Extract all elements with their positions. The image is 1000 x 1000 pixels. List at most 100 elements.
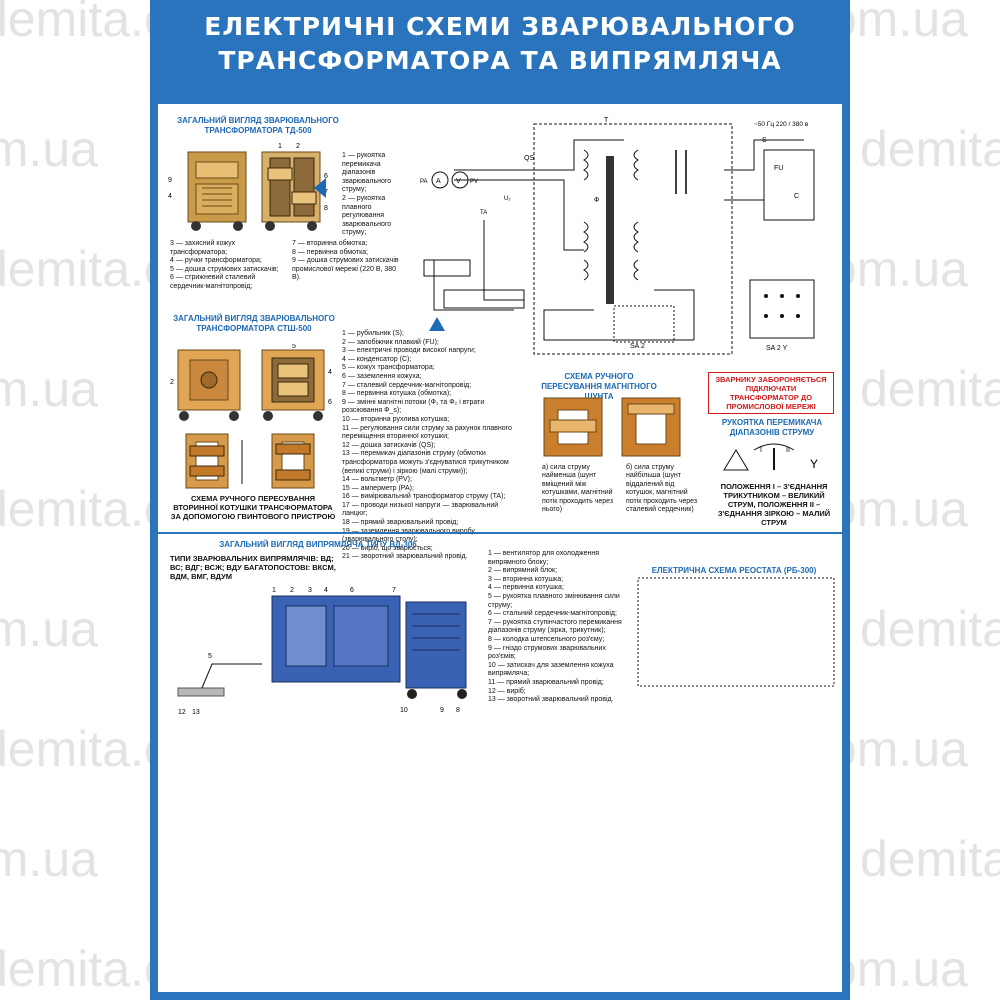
schematic-label: S	[762, 137, 767, 144]
td500-front-view	[187, 151, 247, 231]
coil-caption: СХЕМА РУЧНОГО ПЕРЕСУВАННЯ ВТОРИННОЇ КОТУ…	[170, 494, 336, 521]
shunt-title: СХЕМА РУЧНОГО ПЕРЕСУВАННЯ МАГНІТНОГО ШУН…	[541, 372, 657, 401]
coil-diagram-left	[185, 433, 243, 489]
blue-pointer	[429, 317, 445, 331]
poster-title-line-1: ЕЛЕКТРИЧНІ СХЕМИ ЗВАРЮВАЛЬНОГО	[204, 12, 796, 41]
main-legend: 1 — рубильник (S); 2 — запобіжник плавки…	[342, 330, 512, 561]
td500-label: 2	[296, 143, 300, 150]
schematic-label: PV	[470, 179, 478, 185]
svg-text:12: 12	[178, 709, 186, 716]
schematic-label: TA	[480, 210, 487, 216]
handle-position-2: II	[786, 447, 790, 454]
ammeter-pa	[431, 171, 449, 189]
windings	[583, 149, 639, 281]
transformer-housing	[533, 123, 733, 355]
svg-text:10: 10	[400, 707, 408, 714]
handle-title: РУКОЯТКА ПЕРЕМИКАЧА ДІАПАЗОНІВ СТРУМУ	[721, 418, 823, 437]
current-arrows	[675, 150, 687, 194]
electrode-holder	[423, 259, 471, 277]
delta-symbol	[723, 449, 749, 471]
schematic-label: FU	[774, 165, 783, 172]
handle-position-1: I	[760, 447, 762, 454]
svg-text:3: 3	[308, 587, 312, 594]
handle-diagram: I II Y	[723, 443, 818, 471]
poster-header: ЕЛЕКТРИЧНІ СХЕМИ ЗВАРЮВАЛЬНОГО ТРАНСФОРМ…	[150, 0, 850, 100]
shunt-illustration	[543, 397, 681, 457]
workpiece	[177, 687, 225, 697]
coil-diagram-right	[271, 433, 315, 489]
rheostat-diagram	[637, 577, 835, 687]
shunt-caption-a: а) сила струму найменша (шунт вміщений м…	[542, 464, 614, 514]
handle-caption: ПОЛОЖЕННЯ I – З'ЄДНАННЯ ТРИКУТНИКОМ – ВЕ…	[717, 482, 831, 527]
vd306-side-view	[405, 601, 467, 689]
schematic-label: Ф	[594, 197, 599, 204]
watermark: demita.com.ua	[0, 831, 98, 887]
svg-text:13: 13	[192, 709, 200, 716]
td500-legend-right: 1 — рукоятка перемикача діапазонів зварю…	[342, 152, 392, 237]
watermark: demita.com.ua	[860, 361, 1000, 417]
schematic-label: C	[794, 193, 799, 200]
td500-label: 7	[324, 189, 328, 196]
voltmeter-pv	[451, 171, 469, 189]
schematic-label: QS	[524, 155, 534, 162]
tsh500-illustration: 5 4 6 2	[170, 344, 332, 421]
watermark: demita.com.ua	[860, 601, 1000, 657]
tsh500-label: 6	[328, 399, 332, 406]
schematic-label: SA 2 Y	[766, 345, 788, 352]
transformer-core	[606, 156, 614, 304]
workpiece-20	[443, 289, 525, 309]
svg-text:5: 5	[208, 653, 212, 660]
vd306-title: ЗАГАЛЬНИЙ ВИГЛЯД ВИПРЯМЛЯЧА ТИПУ ВД-306	[219, 540, 417, 549]
svg-text:4: 4	[324, 587, 328, 594]
shunt-view-a	[543, 397, 603, 457]
svg-text:9: 9	[440, 707, 444, 714]
vd306-legend: 1 — вентилятор для охолодження випрямног…	[488, 550, 622, 704]
tsh500-title: ЗАГАЛЬНИЙ ВИГЛЯД ЗВАРЮВАЛЬНОГО ТРАНСФОРМ…	[173, 314, 335, 333]
svg-text:6: 6	[350, 587, 354, 594]
td500-label: 4	[168, 193, 172, 200]
schematic-label: A	[436, 178, 441, 185]
td500-cutaway-view	[261, 151, 321, 231]
td500-legend-a: 3 — захисний кожух трансформатора; 4 — р…	[170, 240, 279, 290]
capacitor-block	[763, 149, 815, 221]
tsh500-closed-view	[177, 349, 241, 421]
pointer-arrow	[314, 178, 326, 198]
watermark: demita.com.ua	[860, 831, 1000, 887]
vd306-types: ТИПИ ЗВАРЮВАЛЬНИХ ВИПРЯМЛЯЧІВ: ВД; ВС; В…	[170, 554, 336, 581]
td500-illustration: 1 2 9 4 6 7 8	[168, 143, 328, 231]
td500-label: 1	[278, 143, 282, 150]
tsh500-label: 5	[292, 344, 296, 350]
svg-text:1: 1	[272, 587, 276, 594]
star-symbol: Y	[810, 457, 818, 471]
schematic-label: SA 2	[630, 343, 645, 350]
tsh500-label: 4	[328, 369, 332, 376]
warning-transformer: ЗВАРНИКУ ЗАБОРОНЯЄТЬСЯ ПІДКЛЮЧАТИ ТРАНСФ…	[708, 372, 834, 414]
poster: ЕЛЕКТРИЧНІ СХЕМИ ЗВАРЮВАЛЬНОГО ТРАНСФОРМ…	[150, 0, 850, 1000]
watermark: demita.com.ua	[0, 361, 98, 417]
schematic-label: PA	[420, 179, 428, 185]
shunt-view-b	[621, 397, 681, 457]
shunt-caption-b: б) сила струму найбільша (шунт віддалени…	[626, 464, 698, 514]
schematic-label: T	[604, 117, 609, 124]
td500-label: 6	[324, 173, 328, 180]
td500-title: ЗАГАЛЬНИЙ ВИГЛЯД ЗВАРЮВАЛЬНОГО ТРАНСФОРМ…	[177, 116, 339, 135]
poster-title-line-2: ТРАНСФОРМАТОРА ТА ВИПРЯМЛЯЧА	[218, 46, 782, 75]
td500-label: 9	[168, 177, 172, 184]
transformer-schematic: A V PA PV QS T U₂ TA Ф SA 2 ~50 Гц 220 /…	[420, 117, 815, 355]
svg-text:7: 7	[392, 587, 396, 594]
tsh500-label: 2	[170, 379, 174, 386]
watermark: demita.com.ua	[860, 121, 1000, 177]
switch-sa2	[613, 305, 675, 343]
schematic-wires	[433, 139, 804, 341]
coil-diagrams	[185, 433, 315, 489]
terminals	[764, 294, 800, 318]
td500-legend-b: 7 — вторинна обмотка; 8 — первинна обмот…	[292, 240, 399, 282]
content-panel: ЗАГАЛЬНИЙ ВИГЛЯД ЗВАРЮВАЛЬНОГО ТРАНСФОРМ…	[158, 104, 842, 992]
mains-label: ~50 Гц 220 / 380 в	[754, 121, 809, 128]
tsh500-open-view	[261, 349, 325, 421]
svg-text:8: 8	[456, 707, 460, 714]
terminal-board-sa2y	[749, 279, 815, 339]
schematic-label: U₂	[504, 196, 511, 202]
